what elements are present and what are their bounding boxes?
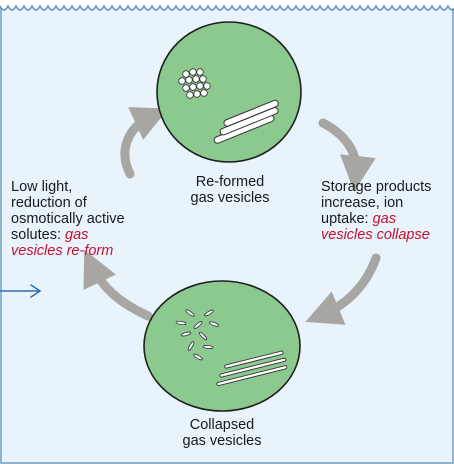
left-text-line5-highlight: vesicles re-form [11, 243, 114, 259]
cell-body [143, 280, 301, 412]
cycle-arrow-icon [318, 118, 376, 192]
top-cell-label-line2: gas vesicles [190, 190, 270, 206]
left-text-line2: reduction of [11, 195, 87, 211]
right-text-line4-highlight: vesicles collapse [321, 227, 430, 243]
bottom-cell-label: Collapsed gas vesicles [170, 417, 274, 449]
vesicle-cross-section-cluster [178, 68, 211, 99]
right-text-line3-highlight: gas [372, 211, 396, 227]
pointer-arrow-icon [0, 284, 41, 298]
left-process-text: Low light, reduction of osmotically acti… [11, 179, 161, 259]
cell-body [156, 21, 302, 163]
bottom-cell-label-line1: Collapsed [189, 417, 255, 433]
bottom-cell-label-line2: gas vesicles [182, 433, 262, 449]
cycle-arrow-icon [83, 249, 153, 321]
cycle-arrow-icon [120, 107, 169, 179]
right-text-line3-plain: uptake: [321, 211, 373, 227]
collapsed-vesicle-fragments [175, 309, 220, 361]
right-text-line2: increase, ion [321, 195, 404, 211]
left-text-line4-plain: solutes: [11, 227, 65, 243]
vesicle-cylinders [213, 99, 279, 144]
top-cell [156, 21, 302, 163]
left-text-line4: solutes: gas [11, 227, 161, 243]
right-process-text: Storage products increase, ion uptake: g… [321, 179, 451, 243]
collapsed-vesicle-cylinders [216, 350, 288, 387]
top-cell-label-line1: Re-formed [195, 174, 265, 190]
cycle-arrow-icon [305, 253, 381, 325]
left-text-line3: osmotically active [11, 211, 125, 227]
left-text-line1: Low light, [11, 179, 73, 195]
bottom-cell [143, 280, 301, 412]
right-text-line1: Storage products [321, 179, 432, 195]
left-text-line4-highlight: gas [65, 227, 89, 243]
wavy-top-edge [0, 0, 454, 11]
top-cell-label: Re-formed gas vesicles [178, 174, 282, 206]
right-text-line3: uptake: gas [321, 211, 451, 227]
